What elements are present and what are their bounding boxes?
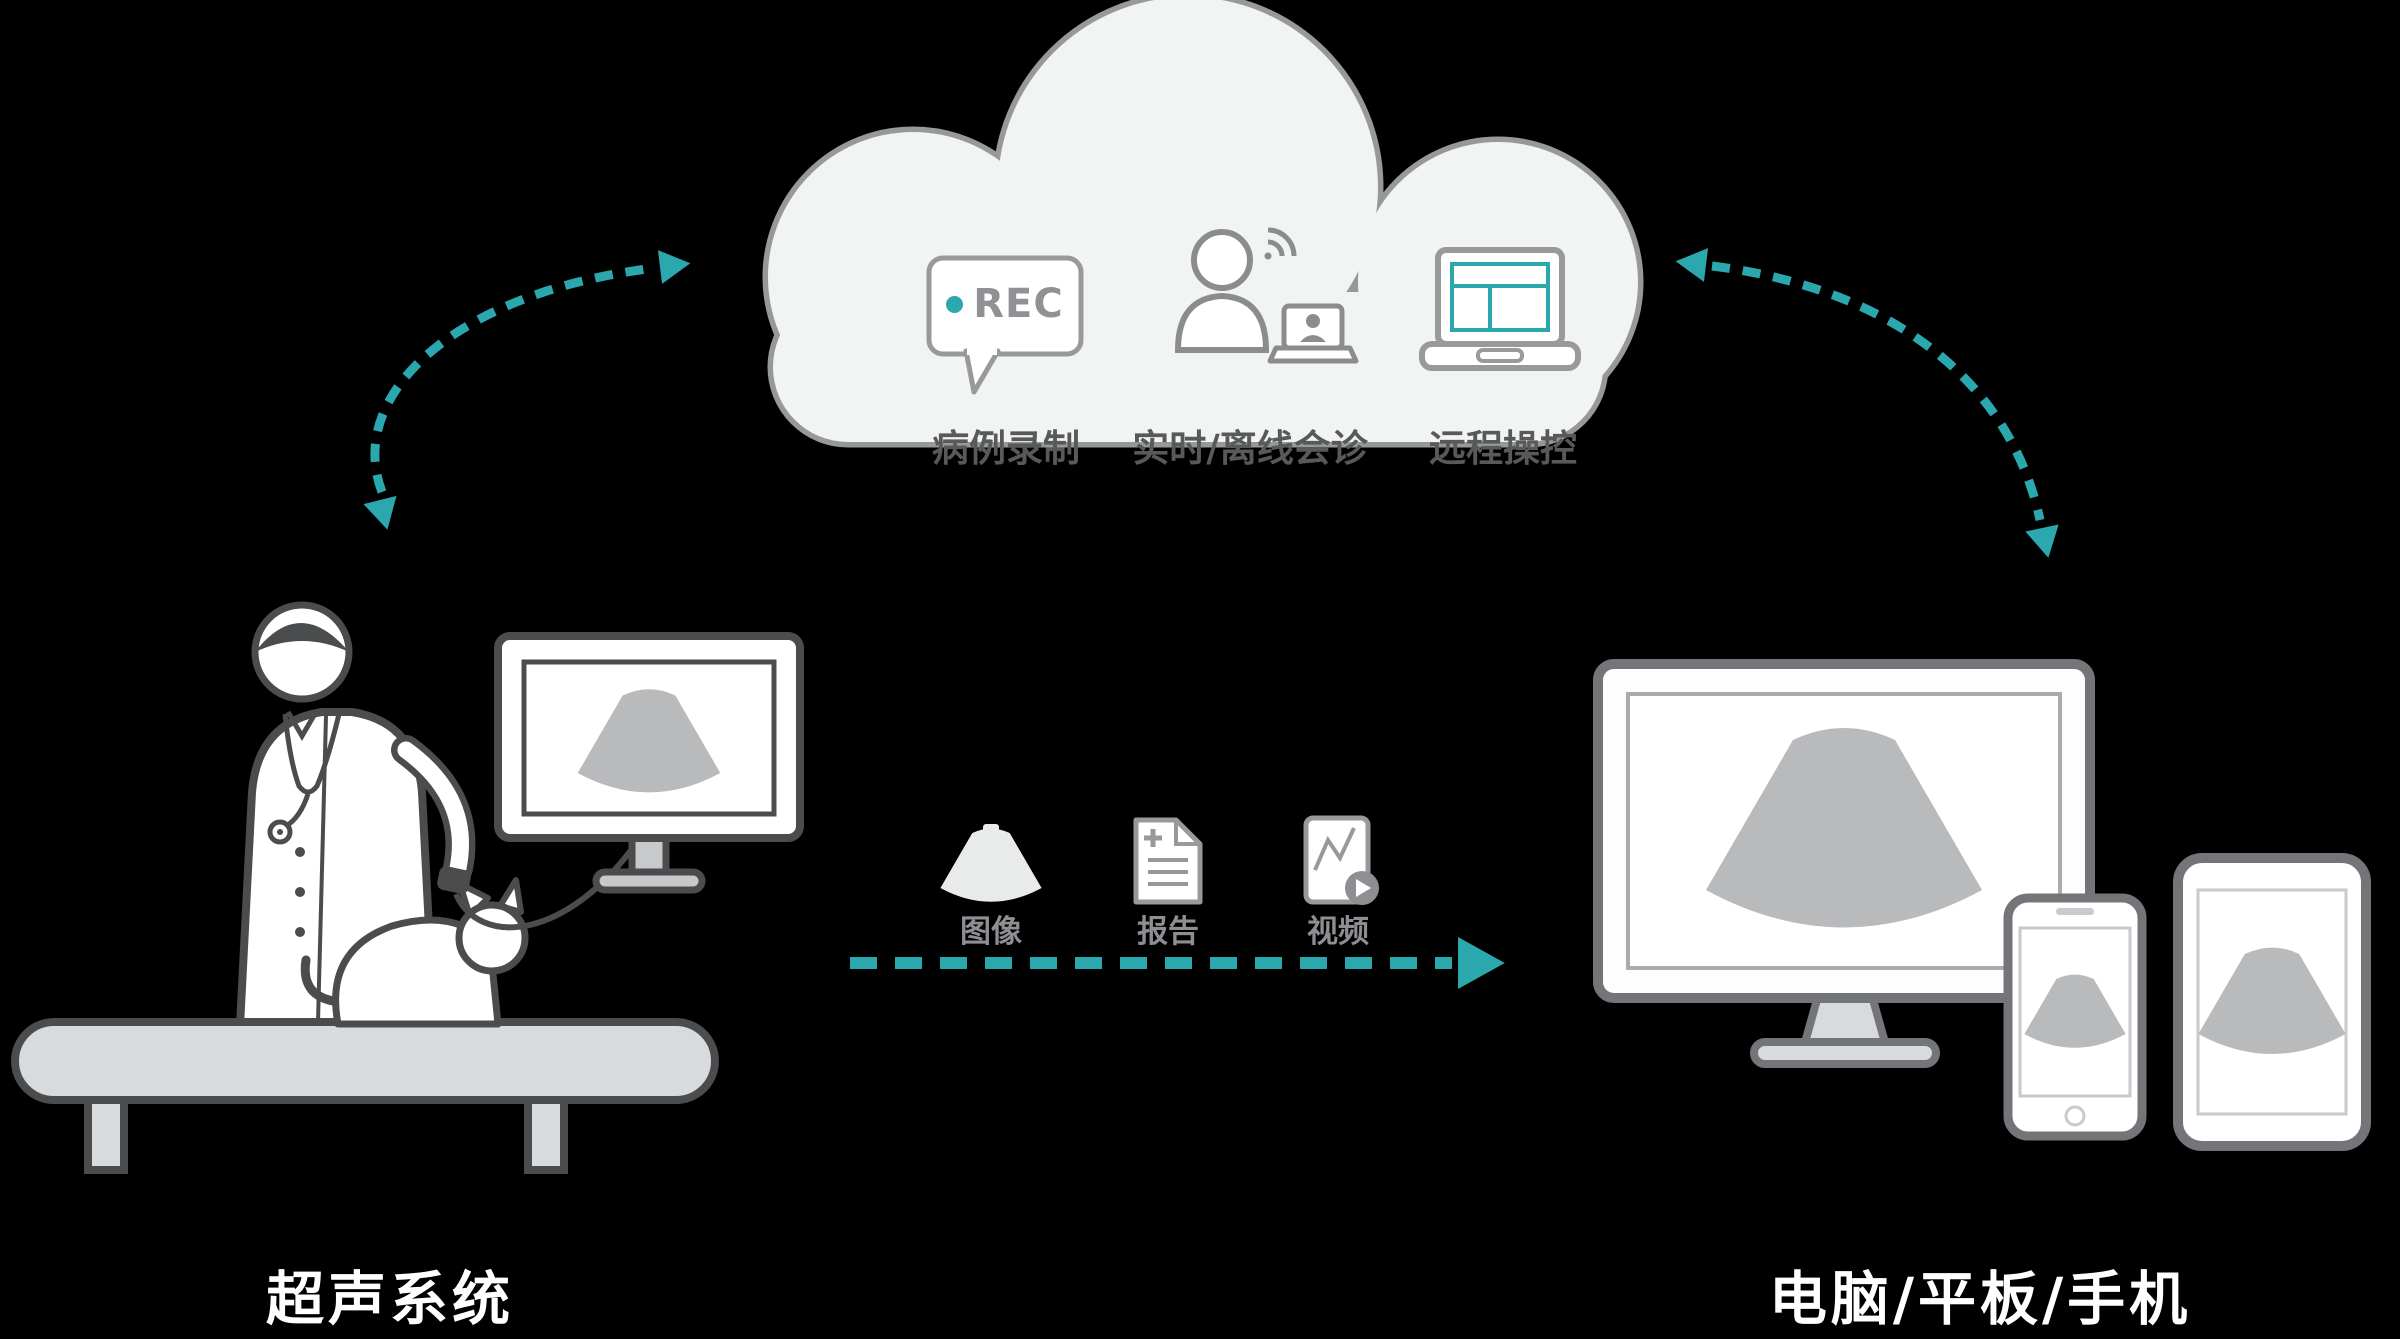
- smartphone: [2003, 893, 2147, 1141]
- arrow-cloud-right: [1673, 244, 2065, 562]
- table-leg-right: [524, 1092, 568, 1174]
- exam-table: [11, 1018, 719, 1104]
- cloud-feature-label-consultation: 实时/离线会诊: [1132, 427, 1368, 470]
- arrow-left-cloud: [363, 246, 693, 534]
- transfer-label-video: 视频: [1307, 914, 1369, 950]
- cloud-feature-label-remote: 远程操控: [1429, 427, 1577, 470]
- report-icon: [1133, 817, 1203, 905]
- data-transfer-arrow: [850, 937, 1505, 989]
- image-icon: [940, 824, 1042, 902]
- phone-speaker: [2056, 908, 2094, 915]
- rec-text: REC: [973, 281, 1064, 327]
- rec-bubble-label: REC: [929, 258, 1081, 350]
- cloud-shape: [762, 0, 1644, 448]
- right-scene-title: 电脑/平板/手机: [1768, 1265, 2192, 1333]
- transfer-label-image: 图像: [960, 914, 1022, 950]
- desktop-monitor: [1593, 659, 2095, 1068]
- devices-illustration: [1593, 659, 2371, 1151]
- table-leg-left: [84, 1092, 128, 1174]
- rec-icon: [926, 255, 1084, 395]
- transfer-label-report: 报告: [1137, 914, 1199, 950]
- remote-control-icon: [1419, 247, 1581, 371]
- vet-head: [251, 601, 353, 703]
- cart-monitor: [494, 632, 804, 894]
- left-scene-title: 超声系统: [265, 1265, 515, 1333]
- cat-patient: [300, 877, 529, 1028]
- stethoscope-icon: [267, 713, 342, 845]
- video-icon: [1303, 815, 1379, 905]
- cloud-feature-label-recording: 病例录制: [932, 427, 1080, 470]
- rec-dot-icon: [946, 295, 964, 313]
- vet-hair: [255, 623, 349, 652]
- ultrasound-probe: [437, 866, 471, 894]
- tablet: [2173, 853, 2371, 1151]
- ultrasound-system-illustration: [11, 601, 804, 1174]
- consultation-icon: [1174, 227, 1359, 364]
- phone-home-button: [2064, 1105, 2086, 1127]
